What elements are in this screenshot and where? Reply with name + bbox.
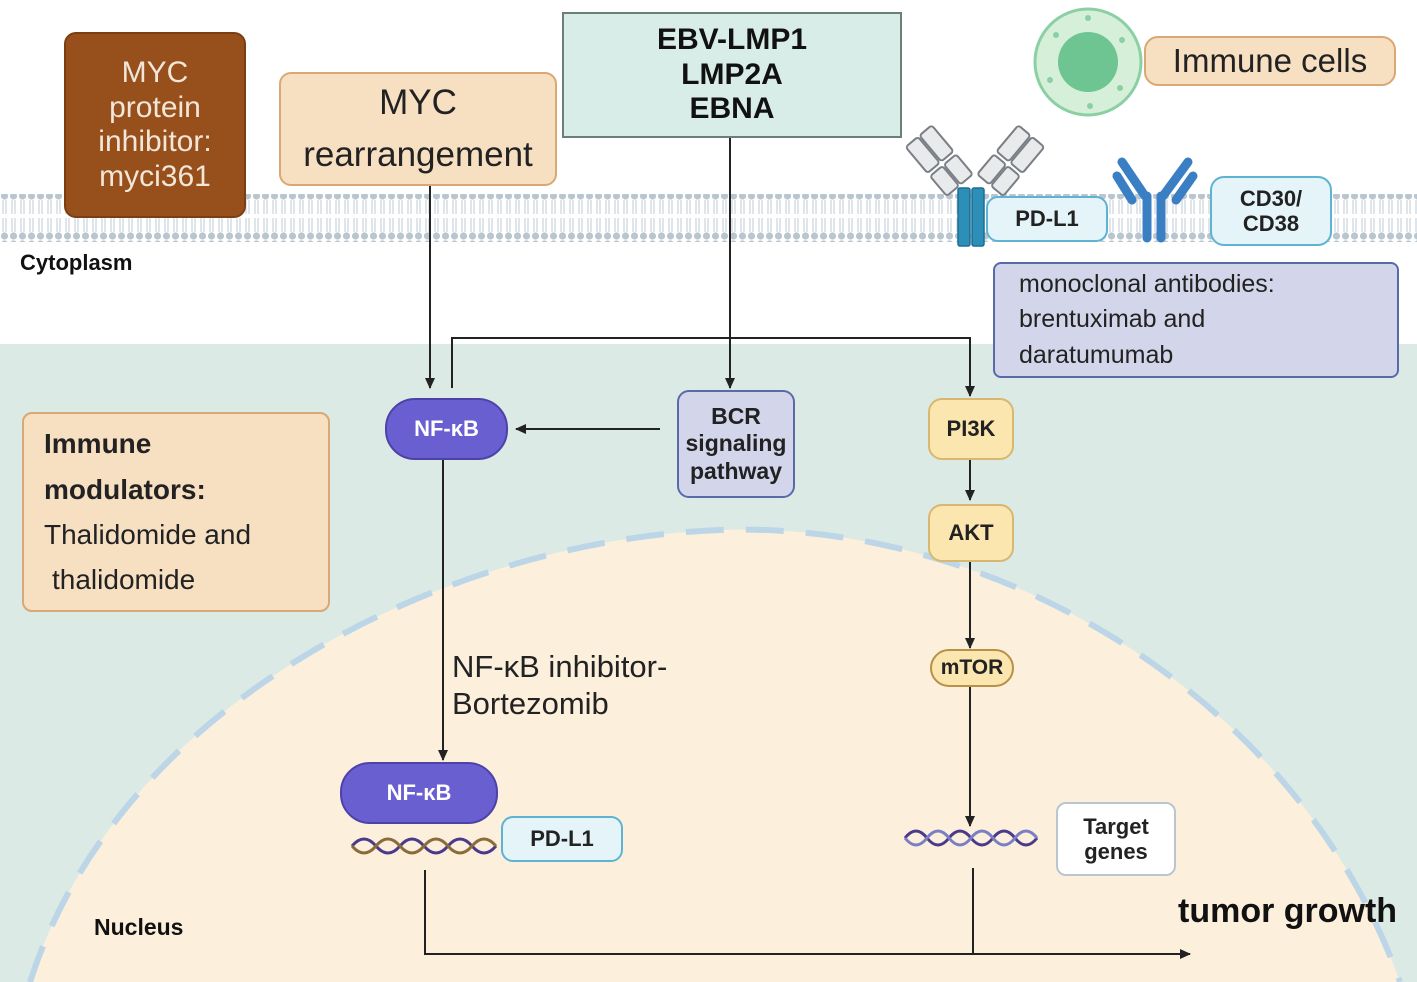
ebv-line: EBV-LMP1 [656,23,808,57]
akt-node: AKT [928,504,1014,562]
myc-inhibitor-box: MYC protein inhibitor: myci361 [64,32,246,218]
immune-modulators-title: Immune [44,428,152,460]
mtor-node: mTOR [930,649,1014,687]
cd30-cd38-label: CD30/ CD38 [1210,176,1332,246]
immune-modulators-body: Thalidomide and [44,519,252,550]
ebv-proteins-box: EBV-LMP1 LMP2A EBNA [562,12,902,138]
immune-modulators-box: Immune modulators: Thalidomide and thali… [22,412,330,612]
antibody-icon [1112,157,1198,243]
monoclonal-line: daratumumab [1019,340,1174,369]
bcr-line: BCR [711,402,761,429]
arrows [424,138,1191,959]
pd-l1-receptor-icon [905,125,1045,247]
pd-l1-gene-label: PD-L1 [501,816,623,862]
bcr-line: pathway [689,457,783,484]
nfkb-inhibitor-line: NF-κB inhibitor- [452,649,668,684]
myc-inhibitor-line: myci361 [99,159,211,193]
tumor-growth-label: tumor growth [1178,892,1398,930]
immune-modulators-body: thalidomide [52,564,196,596]
pd-l1-membrane-label: PD-L1 [986,196,1108,242]
target-genes-line: Target [1083,813,1149,839]
immune-modulators-title: modulators: [44,473,206,505]
pi3k-node: PI3K [928,398,1014,460]
ebv-line: LMP2A [681,57,783,91]
nfkb-inhibitor-line: Bortezomib [452,686,609,722]
monoclonal-line: brentuximab and [1019,305,1206,334]
bcr-signaling-node: BCR signaling pathway [677,390,795,498]
immune-cell-icon [1033,7,1143,117]
nfkb-inhibitor-label: NF-κB inhibitor- Bortezomib [452,648,667,722]
cd38-text: CD38 [1242,211,1300,236]
myc-inhibitor-line: MYC [121,56,189,89]
cd30-text: CD30/ [1239,185,1303,211]
myc-label: MYC [379,82,457,122]
bcr-line: signaling [685,430,787,457]
nfkb-cytoplasm-node: NF-κB [385,398,508,460]
rearrangement-label: rearrangement [303,135,533,174]
monoclonal-line: monoclonal antibodies: [1019,269,1275,298]
cytoplasm-label: Cytoplasm [20,250,133,275]
nuclear-envelope [27,526,1403,982]
monoclonal-antibodies-box: monoclonal antibodies: brentuximab and d… [993,262,1399,378]
nucleus-label: Nucleus [94,914,184,940]
target-genes-line: genes [1084,839,1148,864]
nfkb-nucleus-node: NF-κB [340,762,498,824]
target-genes-label: Target genes [1056,802,1176,876]
dna-strand-icon [350,837,498,855]
ebv-line: EBNA [689,92,775,126]
dna-strand-icon [903,829,1039,847]
myc-rearrangement-box: MYC rearrangement [279,72,557,186]
myc-inhibitor-line: inhibitor: [98,125,212,158]
myc-inhibitor-line: protein [109,90,201,124]
immune-cells-label: Immune cells [1144,36,1396,86]
